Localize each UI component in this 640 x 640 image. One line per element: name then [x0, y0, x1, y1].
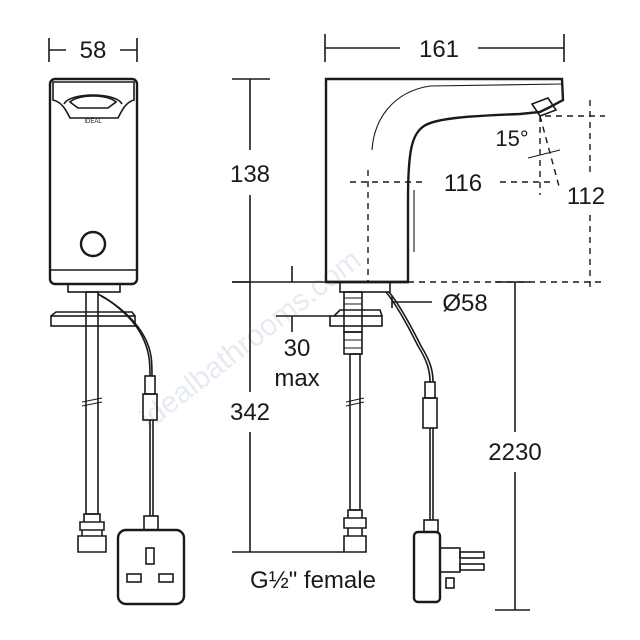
base-collar-side [339, 281, 391, 293]
clearance-label: 112 [567, 183, 605, 210]
hose-connector-side [343, 509, 367, 553]
height-label: 138 [230, 161, 270, 188]
cable-front [97, 293, 151, 377]
hose-connector-front [77, 513, 107, 553]
cable-length-dimension [495, 281, 530, 611]
clearance-dimension [408, 100, 605, 290]
diameter-label: Ø58 [442, 290, 487, 317]
power-plug-front [116, 528, 186, 606]
total-width-label: 161 [419, 36, 459, 63]
sensor-button [79, 230, 107, 258]
fixing-plate-side [329, 315, 383, 327]
angle-indicator [527, 115, 561, 195]
projection-label: 116 [444, 170, 482, 197]
sensor-window [52, 81, 135, 119]
power-plug-side [412, 530, 442, 604]
tap-body-front [48, 77, 139, 286]
side-view: 161 138 116 [230, 34, 605, 611]
fixing-plate-front [50, 315, 136, 327]
hose-side [349, 353, 361, 511]
angle-label: 15° [495, 126, 528, 151]
deck-thickness-dimension [276, 266, 330, 332]
connection-label: G½" female [250, 567, 376, 594]
front-width-label: 58 [80, 37, 107, 64]
deck-thickness-suffix: max [274, 365, 319, 392]
nut [343, 331, 363, 355]
total-width-dimension [324, 34, 565, 62]
deck-thickness-label: 30 [284, 335, 311, 362]
logo-text: IDEAL [84, 119, 102, 125]
nozzle [530, 97, 558, 117]
projection-dimension [350, 170, 552, 282]
hose-length-label: 342 [230, 399, 270, 426]
cable-length-label: 2230 [488, 439, 541, 466]
cable-side [385, 291, 431, 383]
front-width-dimension [48, 38, 138, 62]
front-view: 58 IDEAL [48, 37, 186, 606]
hose-length-dimension [232, 281, 344, 553]
